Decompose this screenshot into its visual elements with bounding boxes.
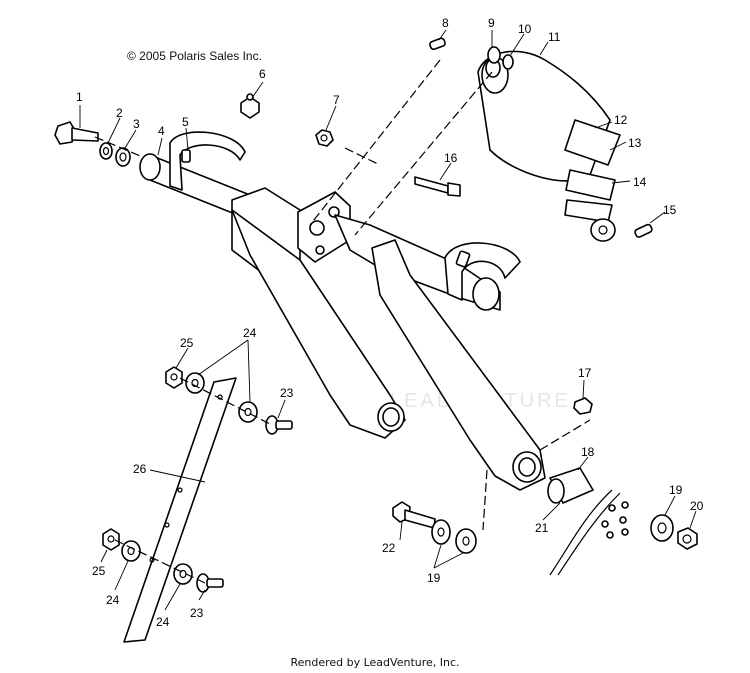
callout-18: 18 [581, 445, 595, 459]
callout-19-right: 19 [669, 483, 683, 497]
nut-part-20 [677, 527, 698, 550]
strap-upper-centerline [179, 377, 271, 425]
bolt-part-16 [414, 176, 461, 197]
bushing-part-9 [487, 46, 501, 64]
bolt16-centerline [344, 147, 381, 166]
callout-15: 15 [663, 203, 677, 217]
callout-16: 16 [444, 151, 458, 165]
callout-23-lower: 23 [190, 606, 204, 620]
strap-lower-centerline [114, 539, 206, 584]
callout-24-upper: 24 [243, 326, 257, 340]
callout-13: 13 [628, 136, 642, 150]
bolt-part-22 [392, 501, 436, 529]
left-axle-centerline [94, 136, 151, 161]
bolt-part-1 [54, 121, 99, 145]
bushing-part-18 [547, 467, 594, 504]
washer-part-24-upper-b [238, 401, 258, 423]
washer-part-2 [99, 142, 113, 160]
bushing-part-10 [502, 54, 514, 70]
callout-2: 2 [116, 106, 123, 120]
washer-part-24-lower-a [121, 540, 141, 562]
washer-part-3 [115, 147, 131, 167]
washer-part-19-right [650, 514, 674, 542]
callout-12: 12 [614, 113, 628, 127]
footer-credit: Rendered by LeadVenture, Inc. [290, 656, 460, 669]
callout-10: 10 [518, 22, 532, 36]
callout-26: 26 [133, 462, 147, 476]
nut-part-25-lower [102, 528, 120, 551]
bolt-part-23-lower [196, 573, 224, 593]
callout-24-lower-right: 24 [156, 615, 170, 629]
callout-3: 3 [133, 117, 140, 131]
callout-23-upper: 23 [280, 386, 294, 400]
shock-absorber-part-11 [477, 50, 621, 242]
bracket-part-5 [169, 131, 246, 191]
leader-lines [79, 29, 697, 611]
pin-part-15 [634, 223, 653, 238]
callout-19-left: 19 [427, 571, 441, 585]
washer-set [601, 501, 629, 539]
callout-numbers: 1 2 3 4 5 6 7 8 9 10 11 12 13 14 15 16 1… [76, 16, 704, 629]
grease-fitting-part-17 [573, 397, 593, 415]
center-mount-plate [297, 191, 351, 263]
callout-4: 4 [158, 124, 165, 138]
callout-20: 20 [690, 499, 704, 513]
callout-21: 21 [535, 521, 549, 535]
callout-25-upper: 25 [180, 336, 194, 350]
strap-part-26 [123, 377, 237, 643]
pin-part-8 [429, 37, 446, 51]
grease-fitting-part-6 [240, 93, 260, 119]
lower-pivot-centerline [539, 419, 591, 451]
shock-lower-centerline [309, 59, 441, 226]
callout-7: 7 [333, 93, 340, 107]
washers-part-19-left [431, 519, 477, 554]
callout-6: 6 [259, 67, 266, 81]
callout-8: 8 [442, 16, 449, 30]
washer-part-24-upper-a [185, 372, 205, 394]
callout-5: 5 [182, 115, 189, 129]
callout-14: 14 [633, 175, 647, 189]
nut-part-25-upper [165, 366, 183, 389]
lower-bolt-centerline [482, 469, 488, 531]
washer-part-24-lower-b [173, 563, 193, 585]
left-arm-body [231, 187, 406, 439]
callout-17: 17 [578, 366, 592, 380]
callout-24-lower-left: 24 [106, 593, 120, 607]
callout-1: 1 [76, 90, 83, 104]
nut-part-7 [315, 129, 334, 147]
callout-22: 22 [382, 541, 396, 555]
right-bracket [444, 242, 521, 311]
callout-11: 11 [548, 30, 561, 44]
callout-9: 9 [488, 16, 495, 30]
shock-upper-centerline [354, 71, 493, 236]
copyright-text: © 2005 Polaris Sales Inc. [127, 49, 262, 63]
curved-plate [549, 489, 621, 576]
bolt-part-23-upper [265, 415, 293, 435]
callout-25-lower: 25 [92, 564, 106, 578]
